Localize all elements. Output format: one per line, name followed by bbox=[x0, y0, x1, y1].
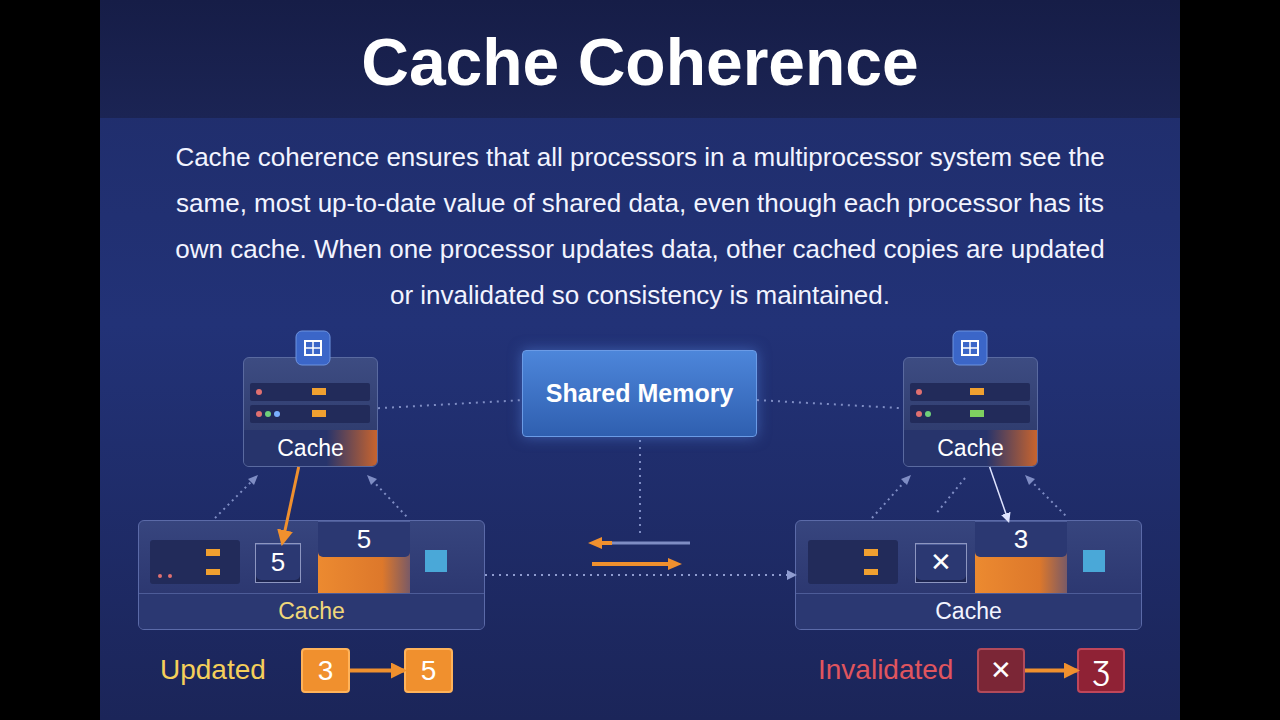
chip-icon bbox=[969, 341, 971, 355]
value-box: Ʒ bbox=[1077, 648, 1125, 693]
value-box: 5 bbox=[404, 648, 453, 693]
cache-cell: ✕ bbox=[915, 543, 967, 583]
status-label: Invalidated bbox=[818, 652, 953, 688]
dotted-arrow bbox=[215, 480, 253, 518]
connector bbox=[1025, 669, 1077, 673]
processor-cache: Cache bbox=[243, 357, 378, 467]
dotted-arrow bbox=[872, 480, 906, 518]
cache-box: Cache 55 bbox=[138, 520, 485, 630]
arrow-head bbox=[248, 475, 258, 485]
dotted-arrow bbox=[1030, 480, 1068, 518]
cache-cell: 5 bbox=[255, 543, 301, 583]
dotted-line bbox=[639, 440, 641, 538]
node-text: ✕ bbox=[979, 650, 1023, 691]
node-text: Cache bbox=[139, 593, 484, 629]
dotted-arrow bbox=[935, 478, 965, 515]
node-text: 5 bbox=[318, 521, 410, 557]
connector bbox=[990, 467, 1009, 521]
node-text: Ʒ bbox=[1079, 650, 1123, 691]
arrow-head bbox=[901, 475, 911, 485]
chip-icon bbox=[962, 341, 978, 355]
chip-icon bbox=[962, 347, 978, 349]
arrow-head bbox=[588, 537, 602, 549]
connector bbox=[378, 400, 522, 408]
connector bbox=[757, 400, 903, 408]
status-label: Updated bbox=[160, 652, 266, 688]
chip-icon bbox=[305, 341, 321, 355]
node-text: 5 bbox=[256, 544, 300, 580]
node-text: Shared Memory bbox=[523, 351, 756, 436]
node-text: 5 bbox=[406, 650, 451, 691]
value-box: ✕ bbox=[977, 648, 1025, 693]
cache-box: Cache ✕3 bbox=[795, 520, 1142, 630]
caption: Cache coherence ensures that all process… bbox=[165, 134, 1115, 318]
value-box: 3 bbox=[301, 648, 350, 693]
node-text: Cache bbox=[904, 430, 1037, 466]
cache-cell: 5 bbox=[318, 521, 410, 593]
chip-icon bbox=[305, 347, 321, 349]
bus-arrow bbox=[600, 541, 612, 545]
arrow-head bbox=[668, 558, 682, 570]
node-text: 3 bbox=[975, 521, 1067, 557]
processor-cache: Cache bbox=[903, 357, 1038, 467]
node-text: Cache bbox=[244, 430, 377, 466]
chip-icon bbox=[312, 341, 314, 355]
dotted-arrow bbox=[372, 480, 408, 518]
node-text: ✕ bbox=[916, 544, 966, 580]
node-text: Cache bbox=[796, 593, 1141, 629]
memory-box: Shared Memory bbox=[522, 350, 757, 437]
connector bbox=[485, 574, 795, 576]
node-text: 3 bbox=[303, 650, 348, 691]
title: Cache Coherence bbox=[100, 22, 1180, 102]
connector bbox=[350, 669, 404, 673]
bus-line bbox=[612, 542, 690, 545]
arrow-head bbox=[367, 475, 377, 485]
arrow-head bbox=[1025, 475, 1035, 485]
bus-arrow bbox=[592, 562, 670, 566]
cache-cell: 3 bbox=[975, 521, 1067, 593]
